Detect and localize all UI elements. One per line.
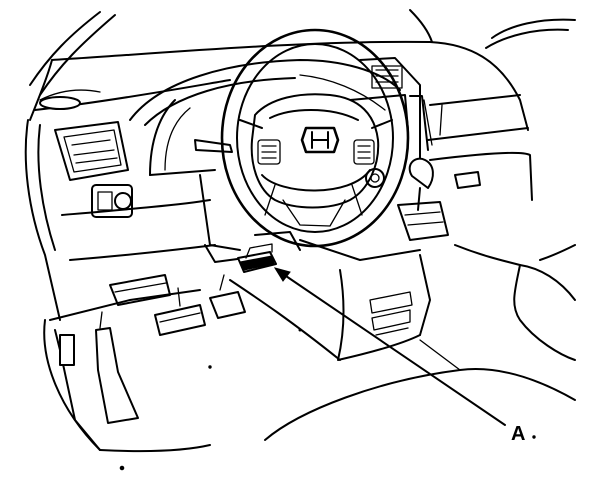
windshield-outline — [29, 9, 576, 96]
floor-and-pedals — [43, 274, 341, 453]
gear-shifter — [397, 157, 449, 241]
stray-marks — [119, 328, 536, 471]
lower-console — [337, 254, 431, 361]
honda-logo — [300, 126, 340, 154]
callout-label-a: A — [511, 423, 526, 445]
lower-left-panel — [109, 274, 171, 306]
left-stalk — [194, 139, 233, 153]
right-dashboard — [427, 94, 533, 201]
ignition-switch — [365, 168, 385, 188]
left-dashboard — [24, 119, 216, 321]
connector-a — [237, 243, 277, 273]
right-seat-outline — [264, 244, 576, 441]
callout-leader-line — [273, 267, 506, 426]
dashboard-top — [29, 40, 529, 131]
steering-wheel — [220, 28, 410, 248]
